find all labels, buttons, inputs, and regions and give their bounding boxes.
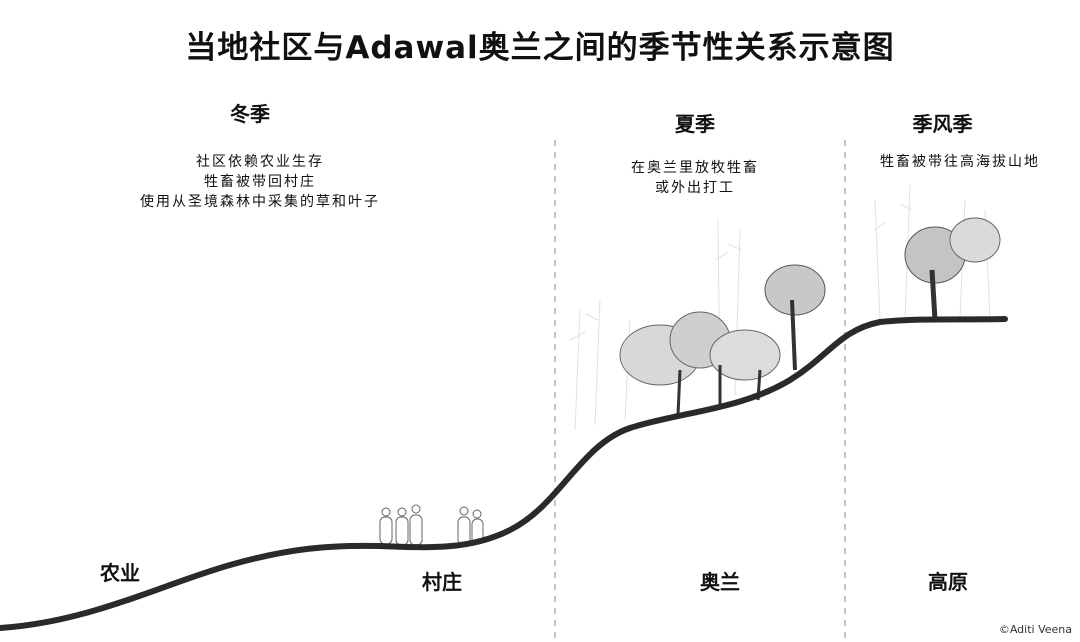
season-summer-desc: 在奥兰里放牧牲畜 或外出打工 xyxy=(600,158,790,198)
desc-line: 牲畜被带往高海拔山地 xyxy=(880,154,1040,170)
desc-line: 社区依赖农业生存 xyxy=(196,154,324,170)
season-monsoon-desc: 牲畜被带往高海拔山地 xyxy=(855,152,1065,172)
season-winter-title: 冬季 xyxy=(230,102,270,126)
place-plateau: 高原 xyxy=(928,570,968,594)
desc-line: 使用从圣境森林中采集的草和叶子 xyxy=(140,194,380,210)
place-oran: 奥兰 xyxy=(700,570,740,594)
page-title: 当地社区与Adawal奥兰之间的季节性关系示意图 xyxy=(185,30,895,66)
season-winter-desc: 社区依赖农业生存 牲畜被带回村庄 使用从圣境森林中采集的草和叶子 xyxy=(100,152,420,212)
forest-sketch xyxy=(569,184,1001,431)
villagers-sketch xyxy=(379,504,484,546)
desc-line: 在奥兰里放牧牲畜 xyxy=(631,160,759,176)
season-monsoon-title: 季风季 xyxy=(912,112,973,136)
desc-line: 或外出打工 xyxy=(655,180,735,196)
season-summer-title: 夏季 xyxy=(675,112,715,136)
place-farming: 农业 xyxy=(100,561,140,585)
credit: ©Aditi Veena xyxy=(998,623,1072,636)
desc-line: 牲畜被带回村庄 xyxy=(204,174,316,190)
place-village: 村庄 xyxy=(422,570,462,594)
terrain-line xyxy=(0,316,1008,631)
